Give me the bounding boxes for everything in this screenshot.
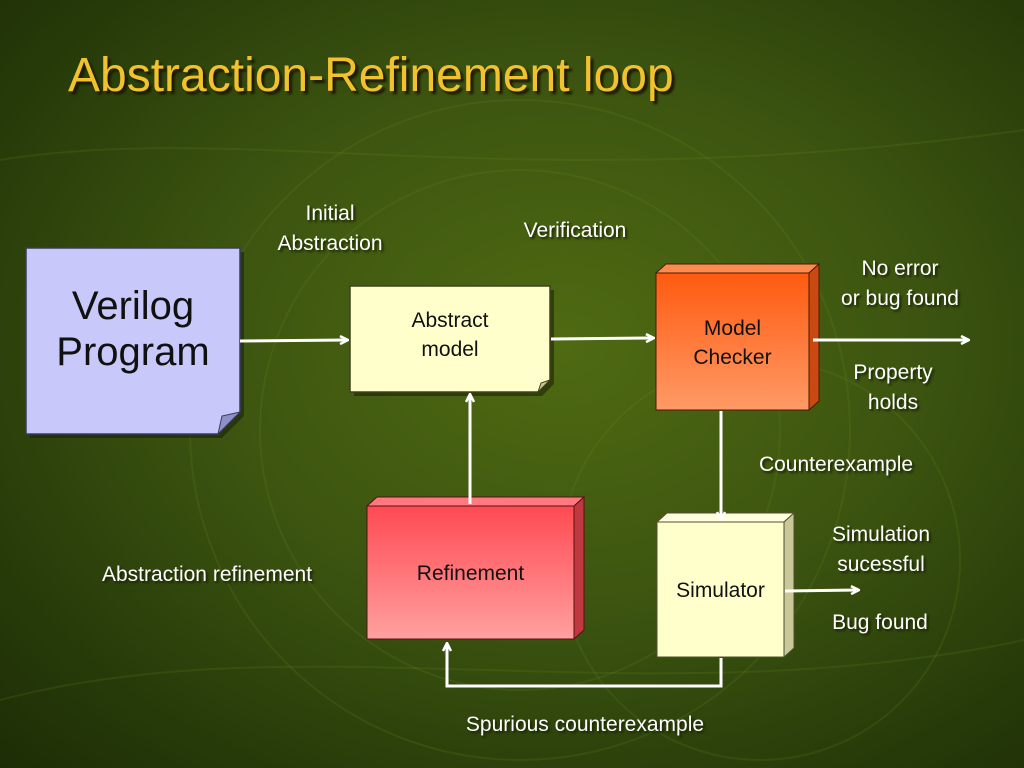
model-checker-box <box>654 262 821 412</box>
counterexample-label: Counterexample <box>758 453 914 476</box>
model-checker-line-1: Model <box>703 317 762 340</box>
no-error-line-2: or bug found <box>841 287 959 310</box>
slide-title: Abstraction-Refinement loop <box>68 49 674 102</box>
arrow-simulator-output <box>784 590 858 591</box>
property-holds-label: Property holds <box>830 358 956 418</box>
abstract-model-box <box>349 285 554 396</box>
simulation-successful-line-2: sucessful <box>837 553 925 576</box>
abstraction-refinement-label: Abstraction refinement <box>101 563 313 586</box>
property-holds-line-1: Property <box>853 361 933 384</box>
verilog-line-1: Verilog <box>71 284 195 328</box>
verification-label: Verification <box>523 219 627 242</box>
verilog-program-label: Verilog Program <box>26 268 240 390</box>
verilog-program-box <box>25 247 244 438</box>
initial-abstraction-line-1: Initial <box>305 202 355 225</box>
no-error-label: No error or bug found <box>820 254 980 314</box>
no-error-line-1: No error <box>861 257 939 280</box>
simulation-successful-label: Simulation sucessful <box>806 520 956 580</box>
spurious-counterexample-label: Spurious counterexample <box>465 713 705 736</box>
simulation-successful-line-1: Simulation <box>831 523 931 546</box>
simulator-box <box>655 511 796 659</box>
simulator-label: Simulator <box>676 579 765 602</box>
abstract-line-1: Abstract <box>411 309 489 332</box>
initial-abstraction-line-2: Abstraction <box>277 232 383 255</box>
refinement-box <box>365 495 586 641</box>
refinement-label: Refinement <box>416 562 525 585</box>
arrow-abstract-to-checker <box>550 338 653 339</box>
arrow-spurious-loop <box>447 644 723 688</box>
arrow-verilog-to-abstract <box>239 340 347 341</box>
verilog-line-2: Program <box>56 330 210 374</box>
bug-found-label: Bug found <box>832 611 928 634</box>
property-holds-line-2: holds <box>867 391 919 414</box>
model-checker-label: Model Checker <box>656 310 809 376</box>
initial-abstraction-label: Initial Abstraction <box>258 199 402 259</box>
model-checker-line-2: Checker <box>693 346 772 369</box>
abstract-model-label: Abstract model <box>350 302 550 368</box>
abstract-line-2: model <box>421 338 479 361</box>
